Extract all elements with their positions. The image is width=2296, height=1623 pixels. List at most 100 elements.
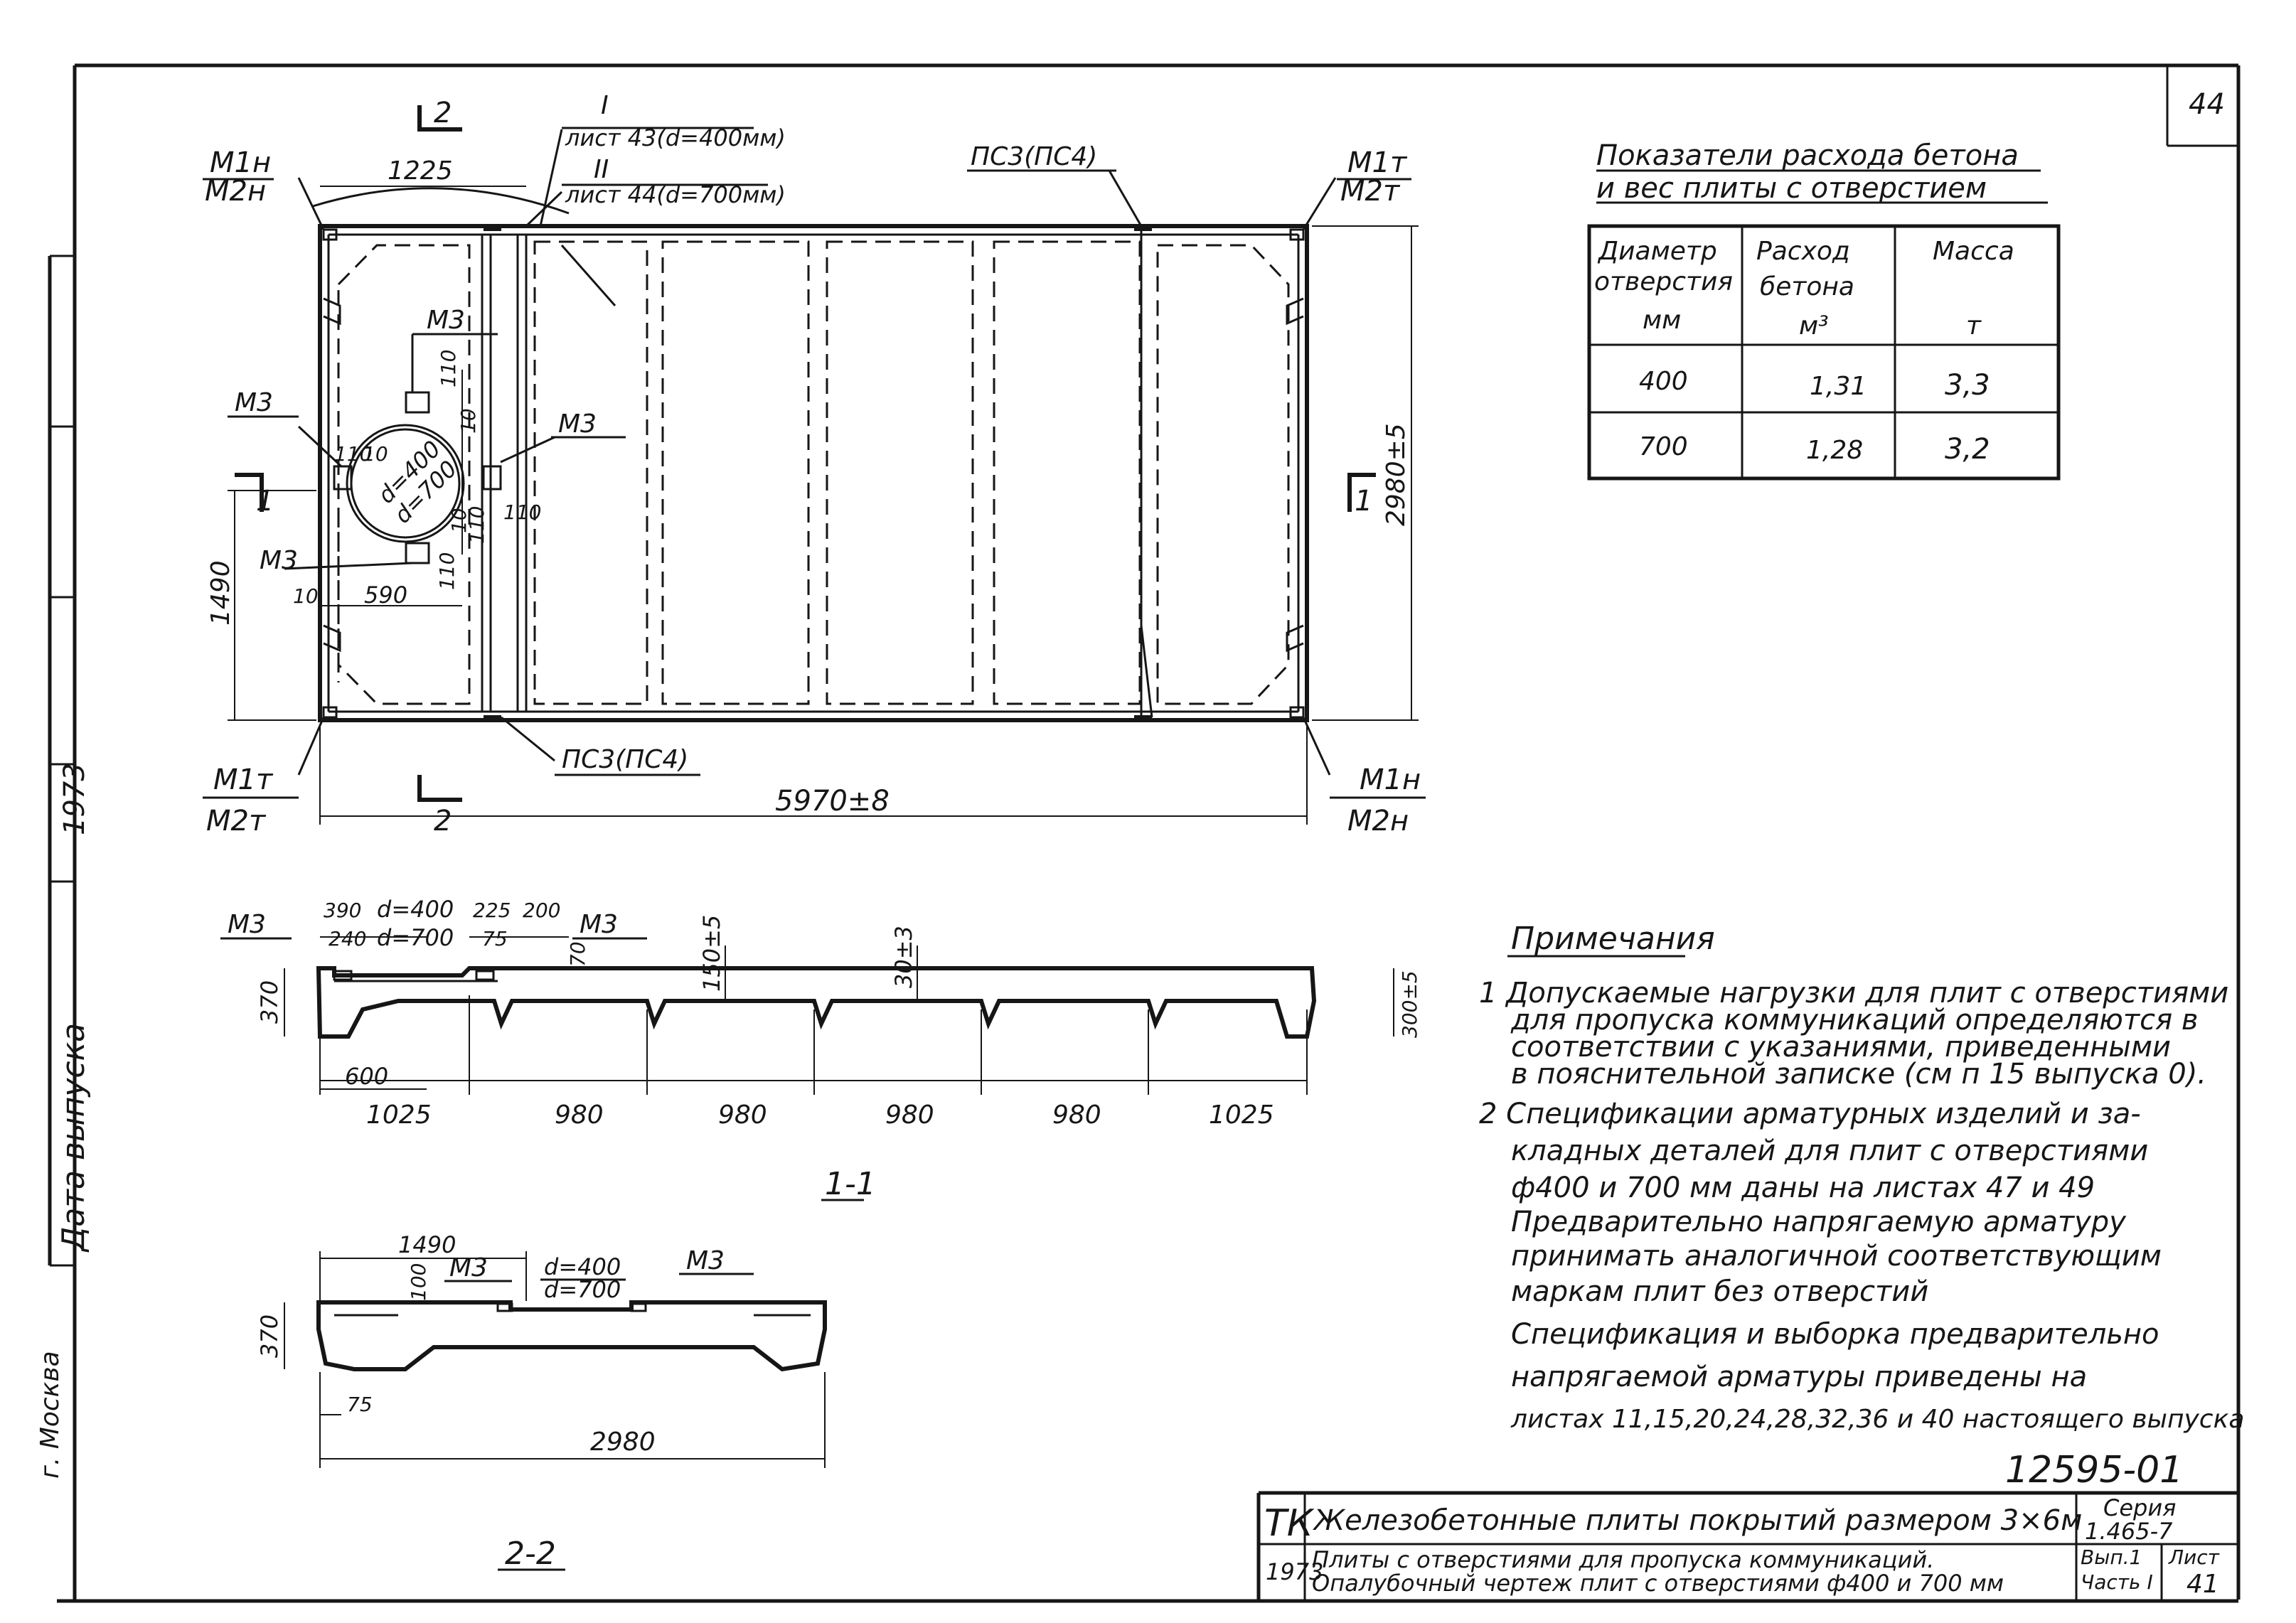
margin-year: 1973	[58, 763, 91, 835]
plan-m3-top: M3	[427, 306, 465, 335]
title-series-label: Серия	[2103, 1494, 2176, 1521]
title-main: Железобетонные плиты покрытий размером 3…	[1312, 1504, 2082, 1537]
section-2-2	[284, 1251, 827, 1571]
notes-line-5: 2 Спецификации арматурных изделий и за-	[1479, 1098, 2141, 1130]
s22-dim-75: 75	[347, 1393, 373, 1416]
s11-dim-300: 300±5	[1398, 970, 1421, 1038]
s11-dim-d400: d=400	[377, 896, 454, 923]
drawing-number: 12595-01	[2005, 1449, 2183, 1491]
plan-section-2-bottom: 2	[434, 805, 452, 837]
s11-dim-240: 240	[329, 927, 366, 950]
corner-tl-label-a: M1н	[210, 146, 271, 179]
margin-date-label: Дата выпуска	[55, 1023, 92, 1253]
plan-dim-1490: 1490	[206, 560, 235, 626]
plan-dim-110-a: 110	[334, 442, 372, 466]
notes-title: Примечания	[1511, 921, 1715, 957]
s11-label: 1-1	[825, 1166, 876, 1202]
s22-dim-2980: 2980	[590, 1428, 656, 1457]
corner-br-label-b: M2н	[1347, 805, 1409, 837]
s11-span-1: 1025	[366, 1100, 432, 1130]
s11-dim-390: 390	[324, 899, 361, 922]
plan-dim-110-b: 110	[437, 350, 460, 387]
sheet-frame	[57, 63, 2241, 1603]
corner-bl-label-b: M2т	[206, 805, 267, 837]
notes-line-2: для пропуска коммуникаций определяются в	[1510, 1004, 2198, 1037]
table-cell-r1-c3: 3,3	[1945, 369, 1990, 402]
plan-ref-II: II	[594, 155, 609, 184]
title-issue-1: Вып.1	[2081, 1546, 2142, 1569]
plan-section-1-left: 1	[256, 485, 274, 518]
s11-m3-left: M3	[228, 910, 266, 939]
s22-dim-370: 370	[256, 1314, 283, 1358]
s11-span-4: 980	[885, 1100, 934, 1130]
title-sheet-value: 41	[2186, 1570, 2219, 1599]
plan-dim-110-d: 110	[465, 506, 488, 544]
title-subtitle-1: Плиты с отверстиями для пропуска коммуни…	[1312, 1546, 1934, 1573]
s11-dim-370: 370	[256, 980, 283, 1024]
plan-m3-right: M3	[558, 409, 597, 439]
plan-dim-1225: 1225	[388, 156, 453, 186]
plan-psz-top-label: ПС3(ПС4)	[971, 142, 1097, 171]
notes-line-13: листах 11,15,20,24,28,32,36 и 40 настоящ…	[1510, 1405, 2244, 1434]
concrete-table	[1587, 169, 2061, 481]
table-cell-r2-c2: 1,28	[1806, 436, 1863, 465]
corner-tr-label-b: M2т	[1340, 175, 1401, 208]
table-cell-r1-c2: 1,31	[1810, 372, 1867, 401]
title-issue-2: Часть I	[2081, 1570, 2153, 1594]
plan-dim-10-b: 10	[456, 408, 480, 434]
table-cell-r2-c1: 700	[1639, 432, 1688, 461]
table-title-line1: Показатели расхода бетона	[1596, 139, 2019, 172]
title-year: 1973	[1266, 1558, 1323, 1585]
notes-line-11: Спецификация и выборка предварительно	[1511, 1318, 2159, 1351]
plan-dim-10-a: 10	[363, 442, 388, 466]
plan-m3-bottom: M3	[260, 546, 298, 575]
table-header-mass-3: т	[1966, 311, 1982, 341]
sheet-number: 44	[2189, 88, 2225, 121]
title-org: ТК	[1264, 1502, 1315, 1545]
plan-section-1-right: 1	[1355, 485, 1372, 518]
table-cell-r1-c1: 400	[1639, 367, 1688, 396]
notes-line-8: Предварительно напрягаемую арматуру	[1511, 1206, 2127, 1238]
s22-label: 2-2	[505, 1536, 556, 1572]
corner-tr-label-a: M1т	[1347, 146, 1408, 179]
notes-line-4: в пояснительной записке (см п 15 выпуска…	[1511, 1058, 2206, 1091]
s11-dim-600: 600	[345, 1063, 388, 1090]
title-series-value: 1.465-7	[2085, 1518, 2173, 1545]
table-header-mass-1: Масса	[1933, 237, 2014, 266]
section-1-1	[284, 936, 1394, 1201]
s11-dim-150: 150±5	[698, 915, 725, 992]
plan-ref-I: I	[601, 91, 609, 120]
margin-city: г. Москва	[36, 1351, 65, 1479]
plan-dim-5970: 5970±8	[775, 785, 890, 818]
s22-dim-d400: d=400	[544, 1253, 621, 1280]
s22-dim-1490: 1490	[398, 1231, 456, 1258]
s11-dim-75: 75	[482, 927, 508, 950]
s22-m3-left: M3	[449, 1253, 488, 1282]
s11-span-3: 980	[718, 1100, 767, 1130]
s11-span-5: 980	[1052, 1100, 1101, 1130]
table-header-concrete-1: Расход	[1756, 237, 1850, 266]
plan-dim-110-e: 110	[435, 552, 459, 590]
plan-psz-bottom-label: ПС3(ПС4)	[562, 745, 688, 774]
corner-bl-label-a: M1т	[213, 764, 274, 796]
s11-dim-d700: d=700	[377, 924, 454, 951]
s11-dim-225: 225	[473, 899, 511, 922]
plan-view	[228, 105, 1419, 825]
s11-dim-70: 70	[566, 941, 589, 967]
plan-dim-110-c: 110	[503, 500, 541, 524]
table-header-diameter-3: мм	[1643, 306, 1681, 335]
table-header-concrete-2: бетона	[1760, 272, 1854, 301]
plan-m3-left: M3	[235, 388, 273, 417]
plan-dim-590: 590	[364, 582, 407, 609]
table-header-concrete-3: м³	[1799, 311, 1829, 341]
title-block	[1256, 1491, 2238, 1601]
s11-dim-200: 200	[523, 899, 560, 922]
plan-dim-10-d: 10	[293, 584, 319, 608]
notes-line-7: ф400 и 700 мм даны на листах 47 и 49	[1511, 1172, 2095, 1204]
notes-line-3: соответствии с указаниями, приведенными	[1511, 1031, 2171, 1064]
table-title-line2: и вес плиты с отверстием	[1596, 172, 1987, 205]
notes-line-9: принимать аналогичной соответствующим	[1511, 1240, 2162, 1273]
notes-line-6: кладных деталей для плит с отверстиями	[1511, 1135, 2148, 1167]
title-subtitle-2: Опалубочный чертеж плит с отверстиями ф4…	[1312, 1570, 2004, 1597]
